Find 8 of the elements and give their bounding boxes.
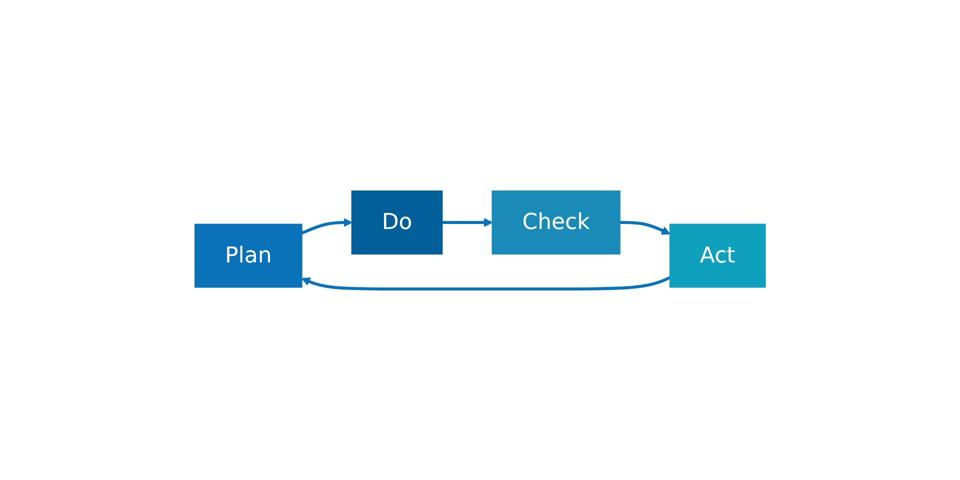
node-box: Plan — [194, 224, 302, 288]
arrow — [301, 276, 670, 290]
node-box: Check — [492, 190, 620, 254]
arrow — [620, 221, 670, 235]
node-box: Act — [669, 224, 766, 288]
node-box: Do — [351, 190, 443, 254]
arrow — [442, 218, 492, 227]
arrow — [301, 218, 352, 234]
